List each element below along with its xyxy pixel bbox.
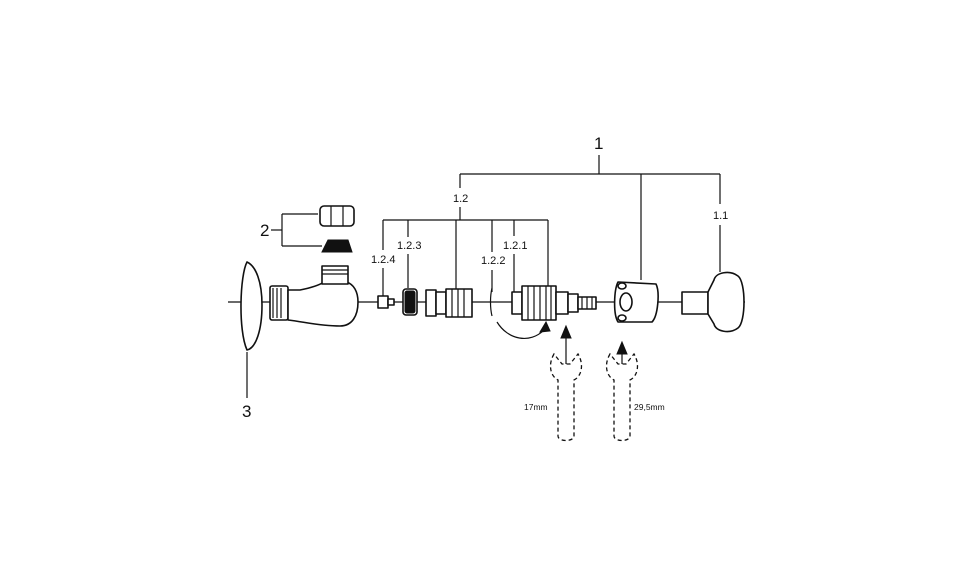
leader-lines-1-2 [382,207,549,298]
wrench-29-5mm [605,340,639,442]
connection-washer [321,239,353,253]
label-1-1: 1.1 [713,210,728,222]
rosette-part [240,261,263,351]
wrench-17mm [549,324,583,442]
part-1-2-3 [402,288,418,316]
label-1-2-1: 1.2.1 [503,240,527,252]
part-1-2-4 [377,295,395,309]
label-3: 3 [242,402,251,421]
valve-body [269,265,359,327]
label-1-2: 1.2 [453,193,468,205]
label-1-2-2: 1.2.2 [481,255,505,267]
label-1-2-4: 1.2.4 [371,254,395,266]
label-2: 2 [260,221,269,240]
label-1-2-3: 1.2.3 [397,240,421,252]
handle-key [681,271,745,333]
label-wrench-17mm: 17mm [524,402,548,412]
rotation-arrow [496,320,551,339]
headpart-cap [613,281,659,323]
part-1-2-2 [489,287,493,317]
label-1: 1 [594,134,603,153]
part-1-2-1 [511,285,597,321]
headpart-body [425,288,473,318]
leader-lines-2 [271,213,322,247]
connection-nut [319,205,355,227]
leader-lines-1 [459,155,721,280]
label-wrench-29-5mm: 29,5mm [634,402,665,412]
